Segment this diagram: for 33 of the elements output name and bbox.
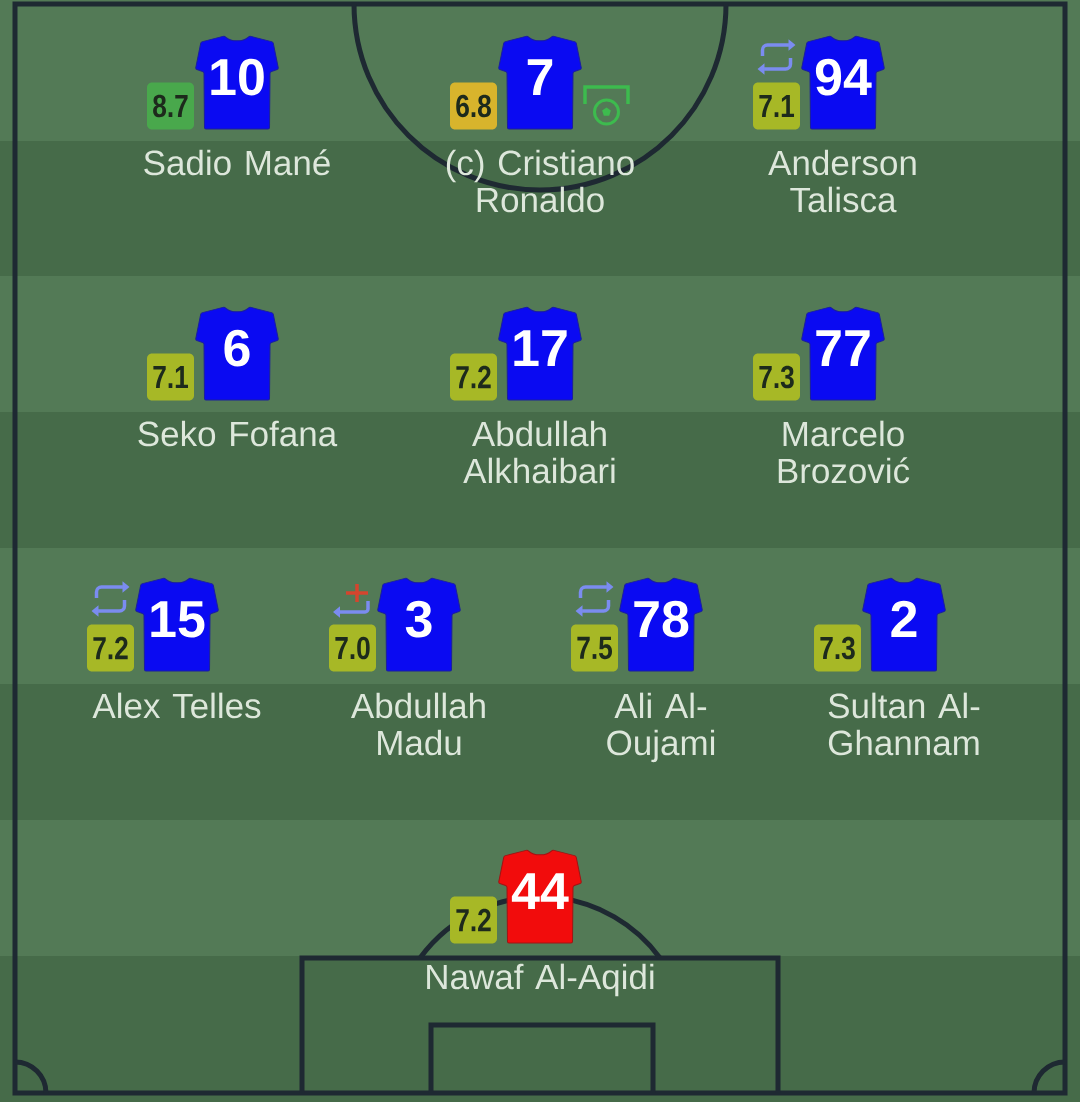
- player-name: Sultan Al-Ghannam: [828, 692, 980, 756]
- rating-badge: 7.2: [87, 624, 134, 672]
- rating-badge: 8.7: [147, 82, 194, 130]
- jersey: 44: [498, 849, 582, 944]
- rating-badge: 7.3: [753, 353, 800, 401]
- player-name: Alex Telles: [92, 692, 261, 719]
- jersey: 2: [862, 577, 946, 672]
- jersey: 17: [498, 306, 582, 401]
- rating-badge: 7.1: [753, 82, 800, 130]
- player-name: Marcelo Brozović: [778, 420, 910, 484]
- rating-badge: 7.2: [450, 353, 497, 401]
- jersey: 15: [135, 577, 219, 672]
- player-name: Sadio Mané: [144, 149, 330, 176]
- jersey: 78: [619, 577, 703, 672]
- player-name: (c) Cristiano Ronaldo: [446, 149, 634, 213]
- jersey: 3: [377, 577, 461, 672]
- jersey: 77: [801, 306, 885, 401]
- rating-badge: 7.3: [814, 624, 861, 672]
- player-name: Ali Al-Oujami: [607, 692, 715, 763]
- jersey: 94: [801, 35, 885, 130]
- jersey: 6: [195, 306, 279, 401]
- jersey: 10: [195, 35, 279, 130]
- rating-badge: 7.5: [571, 624, 618, 672]
- player-name: Abdullah Alkhaibari: [463, 420, 615, 484]
- player-name: Abdullah Madu: [350, 692, 485, 756]
- player-name: Nawaf Al-Aqidi: [427, 963, 654, 997]
- player-name: Seko Fofana: [138, 420, 338, 447]
- rating-badge: 6.8: [450, 82, 497, 130]
- player-name: Anderson Talisca: [768, 149, 916, 213]
- rating-badge: 7.2: [450, 896, 497, 944]
- rating-badge: 7.0: [329, 624, 376, 672]
- jersey: 7: [498, 35, 582, 130]
- rating-badge: 7.1: [147, 353, 194, 401]
